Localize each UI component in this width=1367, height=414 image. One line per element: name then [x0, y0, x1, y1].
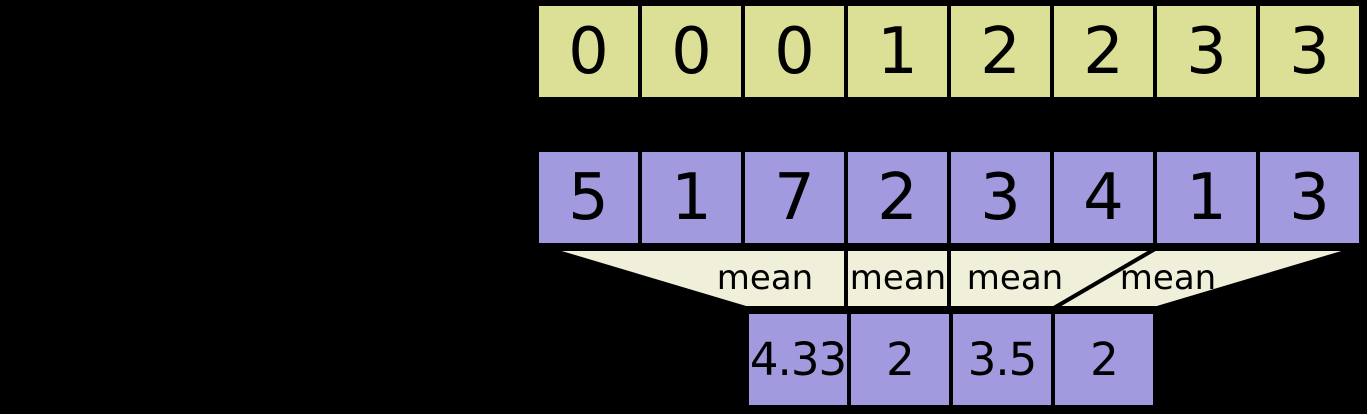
funnel-shape-4	[1046, 247, 1356, 310]
input-row: 5 1 7 2 3 4 1 3	[535, 148, 1363, 247]
output-cell: 2	[847, 310, 953, 409]
mean-label: mean	[1119, 258, 1217, 298]
input-cell: 1	[1153, 148, 1260, 247]
index-cell: 0	[638, 2, 745, 101]
index-cell: 2	[947, 2, 1054, 101]
input-cell: 3	[1256, 148, 1363, 247]
output-cell: 3.5	[949, 310, 1055, 409]
index-cell: 1	[844, 2, 951, 101]
index-cell: 0	[741, 2, 848, 101]
mean-funnels	[547, 247, 1356, 310]
index-cell: 3	[1256, 2, 1363, 101]
output-cell: 2	[1051, 310, 1157, 409]
mean-label: mean	[716, 258, 814, 298]
index-row: 0 0 0 1 2 2 3 3	[535, 2, 1363, 101]
input-cell: 7	[741, 148, 848, 247]
mean-label: mean	[966, 258, 1064, 298]
input-cell: 5	[535, 148, 642, 247]
output-row: 4.33 2 3.5 2	[745, 310, 1157, 409]
output-cell: 4.33	[745, 310, 851, 409]
mean-label: mean	[849, 258, 947, 298]
input-cell: 3	[947, 148, 1054, 247]
index-cell: 2	[1050, 2, 1157, 101]
index-cell: 3	[1153, 2, 1260, 101]
input-cell: 1	[638, 148, 745, 247]
input-cell: 2	[844, 148, 951, 247]
input-cell: 4	[1050, 148, 1157, 247]
index-cell: 0	[535, 2, 642, 101]
